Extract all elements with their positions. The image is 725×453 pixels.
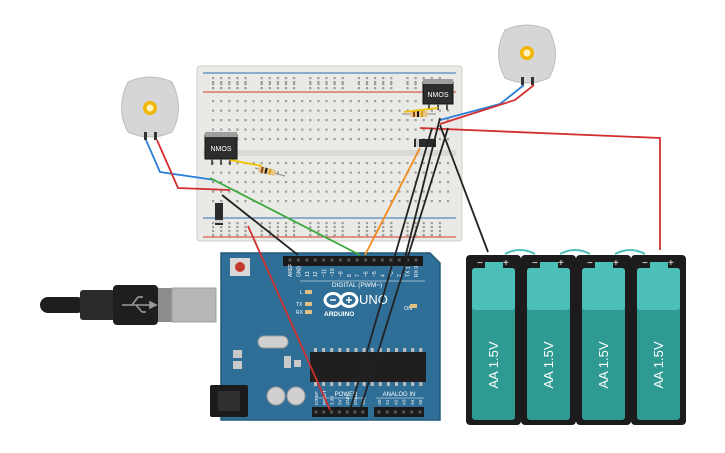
diode-right[interactable] [414,139,436,147]
crystal-oscillator [257,335,289,349]
wire-red-left-motor[interactable] [156,139,231,191]
wire-black-battery-minus[interactable] [439,124,489,253]
on-led [410,304,417,308]
analog-pin-label: A5 [418,399,423,405]
l-led [305,290,312,294]
digital-pin-label: 7 [355,274,361,277]
digital-pin-label: GND [296,266,302,278]
l-led-label: L [300,290,303,296]
wire-yellow-left-gate[interactable] [229,159,263,167]
capacitor-2 [286,386,306,406]
motor-right[interactable] [498,24,556,85]
mosfet-left-label: NMOS [211,146,232,153]
battery-1-minus: − [477,258,483,269]
power-pin-label: GND [353,394,358,405]
resistor-right[interactable] [402,111,436,117]
wire-yellow-right-gate[interactable] [403,107,439,113]
digital-pin-label: RX 0 [414,266,420,277]
battery-jumper-3 [614,249,646,255]
analog-pin-label: A2 [393,399,398,405]
rx-led [305,310,312,314]
motor-left[interactable] [121,76,179,140]
wires [145,84,661,411]
battery-2-label: AA 1.5V [541,341,556,388]
digital-pin-label: ~11 [322,269,328,277]
tx-label: TX [296,302,303,308]
digital-pin-label: 13 [305,271,311,277]
on-led-label: ON [404,306,412,312]
mosfet-right-label: NMOS [428,92,449,99]
digital-header-label: DIGITAL (PWM~) [332,282,382,289]
breadboard-center-channel [203,150,456,156]
power-pin-label: GND [345,394,350,405]
digital-pin-label: TX 1 [406,266,412,277]
power-pin-label: 3.3V [330,396,335,405]
battery-4-label: AA 1.5V [651,341,666,388]
capacitor-1 [266,386,286,406]
digital-header [283,256,423,266]
wire-green-pwm[interactable] [209,177,361,256]
battery-3-label: AA 1.5V [596,341,611,388]
battery-3[interactable]: − + AA 1.5V [576,255,631,425]
battery-2-plus: + [558,258,564,269]
digital-pin-label: ~10 [330,268,336,277]
battery-pack: − + AA 1.5V − + AA 1.5V − + AA 1.5V [466,249,686,425]
digital-pin-label: 4 [380,274,386,277]
battery-3-minus: − [587,258,593,269]
resistor-left[interactable] [254,166,286,177]
chip-pins [314,348,423,386]
power-pin-label: IOREF [314,391,319,405]
wire-black-gnd-digital[interactable] [404,117,441,259]
digital-pin-label: 8 [347,274,353,277]
tx-led [305,302,312,306]
battery-4-minus: − [642,258,648,269]
analog-header [374,407,424,417]
battery-2-minus: − [532,258,538,269]
digital-pin-label: ~3 [389,271,395,277]
analog-pin-label: A0 [377,399,382,405]
battery-1[interactable]: − + AA 1.5V [466,255,521,425]
digital-pin-label: ~5 [372,271,378,277]
usb-cable[interactable] [40,285,217,325]
arduino-brand-label: ARDUINO [324,311,354,318]
mosfet-right[interactable]: NMOS [422,79,454,110]
digital-pin-label: 2 [397,274,403,277]
analog-label: ANALOG IN [383,392,416,398]
battery-3-plus: + [613,258,619,269]
power-label: POWER [335,392,358,398]
wire-blue-left-motor[interactable] [145,139,216,181]
analog-pin-label: A1 [385,399,390,405]
rx-label: RX [296,310,304,316]
battery-jumper-2 [559,249,591,255]
wire-black-gnd-right[interactable] [359,127,449,411]
battery-jumper-1 [504,249,536,255]
wire-black-left-gnd[interactable] [221,194,299,256]
battery-4[interactable]: − + AA 1.5V [631,255,686,425]
digital-pin-label: ~6 [364,271,370,277]
usb-icon [122,296,158,313]
wire-black-gnd-long[interactable] [349,127,433,411]
digital-pin-label: AREF [288,264,294,277]
digital-pin-label: 12 [313,271,319,277]
digital-pin-label: ~9 [338,271,344,277]
microcontroller-chip [310,352,426,382]
power-pin-label: 5V [337,399,342,405]
arduino-infinity-logo-icon [323,292,359,308]
battery-1-plus: + [503,258,509,269]
battery-4-plus: + [668,258,674,269]
wire-red-5v[interactable] [247,225,331,411]
battery-1-label: AA 1.5V [486,341,501,388]
mosfet-left[interactable]: NMOS [204,132,238,165]
analog-pin-label: A4 [410,399,415,405]
wire-orange-pwm[interactable] [364,147,421,256]
breadboard[interactable] [196,65,463,242]
wire-red-right-motor[interactable] [439,84,535,125]
wire-red-battery-plus[interactable] [419,127,661,250]
battery-2[interactable]: − + AA 1.5V [521,255,576,425]
analog-pin-label: A3 [402,399,407,405]
diode-left[interactable] [215,203,223,225]
